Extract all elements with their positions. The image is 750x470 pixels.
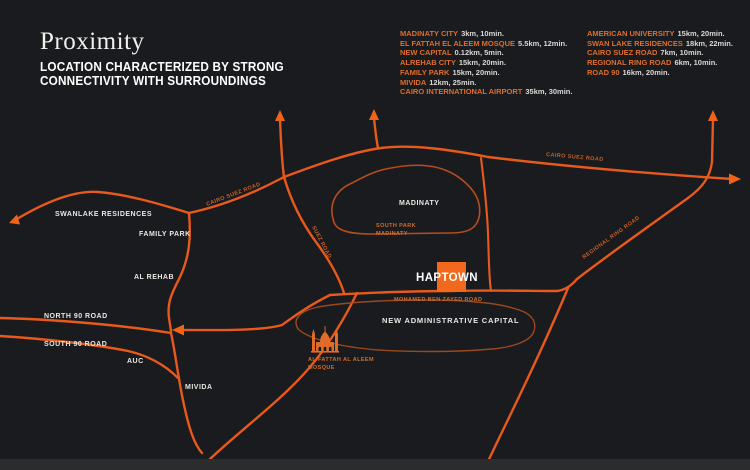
road-madinaty-east: [479, 156, 493, 293]
place-name: ALREHAB CITY: [400, 58, 456, 68]
place-distance: 15km, 20min.: [452, 67, 500, 77]
mosque-icon: [311, 326, 339, 353]
road-mohamed-ben-zayed: [328, 277, 579, 297]
place-name: MADINATY CITY: [400, 29, 459, 38]
place-distance: 15km, 20min.: [458, 58, 506, 68]
roads-group: [0, 109, 741, 470]
road-label-cairo-suez-west: CAIRO SUEZ ROAD: [206, 182, 262, 208]
place-distance: 6km, 10min.: [674, 58, 718, 68]
arrow-southwest-icon: [9, 214, 20, 225]
mosque-arches: [318, 346, 332, 351]
label-south-park-line1: SOUTH PARK: [376, 223, 416, 229]
road-north-branch-1: [278, 117, 286, 179]
label-mosque-line1: AL FATTAH AL ALEEM: [308, 357, 374, 363]
place-name: REGIONAL RING ROAD: [587, 58, 672, 68]
new-capital-boundary: [295, 299, 536, 353]
road-south-90: [0, 334, 180, 380]
place-name: CAIRO INTERNATIONAL AIRPORT: [400, 87, 523, 97]
road-suez-diagonal: [282, 175, 346, 295]
label-swanlake-residences: SWANLAKE RESIDENCES: [55, 211, 152, 218]
road-south-diagonal: [198, 291, 359, 470]
bottom-strip: [0, 459, 750, 470]
haptown-label: HAPTOWN: [416, 272, 478, 284]
madinaty-boundary: [331, 164, 481, 235]
place-distance: 12km, 25min.: [429, 77, 477, 87]
place-distance: 15km, 20min.: [677, 29, 725, 38]
road-al-rehab: [167, 211, 192, 333]
road-regional-ring-north: [575, 117, 715, 281]
place-name: AMERICAN UNIVERSITY: [587, 29, 675, 38]
road-north-90: [0, 316, 173, 335]
label-madinaty: MADINATY: [399, 200, 439, 207]
arrow-up-icon: [369, 109, 379, 120]
place-distance: 7km, 10min.: [660, 48, 704, 58]
place-name: SWAN LAKE RESIDENCES: [587, 38, 683, 48]
label-mosque-line2: MOSQUE: [308, 365, 335, 371]
page-title: Proximity: [40, 28, 145, 55]
label-south-90-road: SOUTH 90 ROAD: [44, 341, 107, 348]
road-west-arrow-connector: [180, 293, 332, 332]
place-name: NEW CAPITAL: [400, 48, 452, 58]
haptown-marker: HAPTOWN: [416, 262, 478, 292]
arrow-right-icon: [729, 173, 741, 185]
road-north-branch-2: [372, 116, 380, 150]
arrow-left-icon: [172, 324, 184, 336]
road-label-cairo-suez-east: CAIRO SUEZ ROAD: [546, 152, 604, 163]
subtitle-line-1: LOCATION CHARACTERIZED BY STRONG: [40, 60, 284, 74]
arrow-up-icon: [708, 110, 718, 121]
road-regional-ring-south: [482, 286, 570, 470]
place-name: CAIRO SUEZ ROAD: [587, 48, 658, 58]
page-subtitle: LOCATION CHARACTERIZED BY STRONG CONNECT…: [40, 60, 284, 88]
haptown-marker-rect: [437, 262, 466, 292]
subtitle-line-2: CONNECTIVITY WITH SURROUNDINGS: [40, 74, 267, 88]
label-al-rehab: AL REHAB: [134, 274, 174, 281]
place-distance: 35km, 30min.: [525, 87, 573, 97]
label-north-90-road: NORTH 90 ROAD: [44, 313, 108, 320]
arrow-up-icon: [275, 110, 285, 121]
place-name: EL FATTAH EL ALEEM MOSQUE: [400, 38, 516, 48]
place-name: FAMILY PARK: [400, 67, 450, 77]
place-name: ROAD 90: [587, 67, 620, 77]
road-label-suez: SUEZ ROAD: [310, 225, 332, 260]
place-name: MIVIDA: [400, 77, 427, 87]
road-swanlake-cairo-suez: [10, 175, 286, 224]
label-south-park-line2: MADINATY: [376, 231, 408, 237]
road-cairo-suez-east: [282, 145, 734, 181]
label-family-park: FAMILY PARK: [139, 231, 191, 238]
place-distance: 3km, 10min.: [461, 29, 505, 38]
place-distance: 18km, 22min.: [685, 38, 733, 48]
mosque-marker: AL FATTAH AL ALEEM MOSQUE: [308, 326, 374, 371]
place-distance: 16km, 20min.: [622, 67, 670, 77]
label-new-administrative-capital: NEW ADMINISTRATIVE CAPITAL: [382, 316, 519, 325]
place-distance: 0.12km, 5min.: [454, 48, 504, 58]
label-auc: AUC: [127, 358, 144, 365]
road-mivida: [169, 331, 204, 455]
place-distance: 5.5km, 12min.: [518, 38, 568, 48]
label-mivida: MIVIDA: [185, 384, 213, 391]
road-label-mohamed-ben-zayed: MOHAMED BEN ZAYED ROAD: [394, 297, 482, 303]
